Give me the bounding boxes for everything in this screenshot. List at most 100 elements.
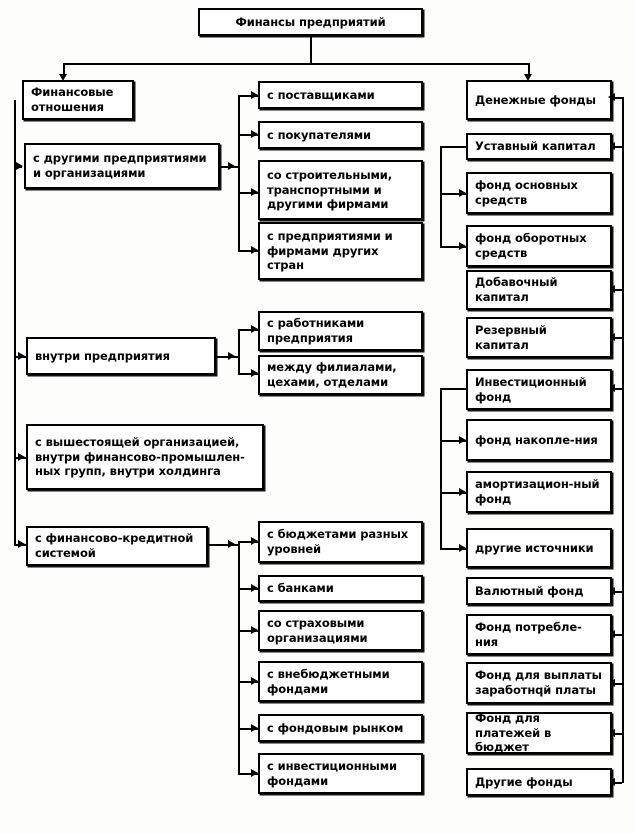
connector-right-feed-budget — [612, 733, 622, 735]
node-higher-organization-label: с вышестоящей организацией, внутри финан… — [35, 434, 245, 479]
arrow-g3-c0 — [251, 537, 258, 545]
connector-authorized-c0 — [440, 193, 466, 195]
connector-g1-c2 — [238, 192, 258, 194]
connector-right-feed-consumption — [612, 634, 622, 636]
node-reserve-capital-label: Резервный капитал — [475, 322, 547, 352]
connector-investment-spine — [440, 388, 442, 548]
connector-g3-c2 — [238, 630, 258, 632]
node-consumption-fund-label: Фонд потребле-ния — [475, 619, 582, 649]
arrow-investment-c1 — [459, 488, 466, 496]
node-investment-funds-relation-label: с инвестиционными фондами — [267, 758, 397, 788]
node-investment-funds-relation: с инвестиционными фондами — [258, 753, 423, 794]
node-working-capital-fund-label: фонд оборотных средств — [475, 231, 587, 260]
node-currency-fund: Валютный фонд — [466, 577, 612, 605]
node-additional-capital: Добавочный капитал — [466, 270, 612, 310]
node-budget-payment-fund-label: Фонд для платежей в бюджет — [475, 710, 552, 755]
connector-investment-out — [440, 388, 466, 390]
node-foreign-enterprises-label: с предприятиями и фирмами других стран — [267, 228, 393, 273]
node-stock-market: с фондовым рынком — [258, 714, 423, 742]
connector-g3-out — [208, 544, 238, 546]
node-title: Финансы предприятий — [198, 8, 423, 36]
node-banks: с банками — [258, 575, 423, 602]
connector-g1-c1 — [238, 134, 258, 136]
node-funds-root: Денежные фонды — [466, 80, 612, 120]
node-wage-payment-fund-label: Фонд для выплаты заработнqй платы — [475, 668, 602, 697]
connector-authorized-c1 — [440, 246, 466, 248]
connector-authorized-spine — [440, 146, 442, 246]
node-funds-root-label: Денежные фонды — [475, 92, 596, 107]
node-budget-payment-fund: Фонд для платежей в бюджет — [466, 710, 612, 755]
node-budgets: с бюджетами разных уровней — [258, 521, 423, 563]
connector-left-spine — [14, 100, 16, 544]
node-employees-label: с работниками предприятия — [267, 316, 365, 345]
arrow-g2-out — [228, 352, 235, 360]
connector-authorized-out — [440, 146, 466, 148]
connector-right-feed-currency — [612, 591, 622, 593]
node-accumulation-fund-label: фонд накопле-ния — [475, 432, 598, 447]
connector-investment-c1 — [440, 492, 466, 494]
node-depreciation-fund: амортизацион-ный фонд — [466, 471, 612, 513]
connector-g1-c3 — [238, 250, 258, 252]
connector-g2-spine — [238, 329, 240, 373]
node-suppliers-label: с поставщиками — [267, 87, 375, 102]
arrow-g1-c0 — [251, 91, 258, 99]
arrow-spur-other-enterprises — [16, 162, 23, 170]
node-depreciation-fund-label: амортизацион-ный фонд — [475, 477, 600, 506]
arrow-g3-c2 — [251, 626, 258, 634]
connector-g1-c0 — [238, 95, 258, 97]
node-relations-root: Финансовые отношения — [22, 80, 134, 120]
node-consumption-fund: Фонд потребле-ния — [466, 614, 612, 655]
node-higher-organization: с вышестоящей организацией, внутри финан… — [26, 424, 264, 490]
node-other-sources: другие источники — [466, 528, 612, 568]
node-branches-workshops: между филиалами, цехами, отделами — [258, 355, 423, 395]
arrow-g1-c1 — [251, 130, 258, 138]
node-investment-fund-label: Инвестиционный фонд — [475, 374, 587, 404]
node-other-sources-label: другие источники — [475, 540, 594, 555]
arrow-spur-inside-enterprise — [18, 352, 25, 360]
node-working-capital-fund: фонд оборотных средств — [466, 225, 612, 267]
connector-g2-out — [216, 356, 238, 358]
arrow-investment-c2 — [459, 544, 466, 552]
node-inside-enterprise: внутри предприятия — [26, 337, 216, 375]
arrow-to-funds-root — [524, 74, 532, 81]
node-stock-market-label: с фондовым рынком — [267, 720, 404, 735]
node-other-enterprises: с другими предприятиями и организациями — [24, 143, 220, 189]
connector-g3-c0 — [238, 541, 258, 543]
connector-title-bus — [63, 63, 529, 65]
connector-right-spine — [622, 97, 624, 783]
node-relations-root-label: Финансовые отношения — [31, 85, 114, 114]
connector-right-feed-investment — [612, 388, 622, 390]
arrow-g1-out — [228, 162, 235, 170]
arrow-g1-c2 — [251, 188, 258, 196]
connector-g2-c0 — [238, 329, 258, 331]
arrow-authorized-c0 — [459, 189, 466, 197]
node-insurance-organizations-label: со страховыми организациями — [267, 615, 368, 645]
arrow-investment-c0 — [459, 436, 466, 444]
node-other-enterprises-label: с другими предприятиями и организациями — [33, 151, 207, 180]
node-fixed-assets-fund: фонд основных средств — [466, 172, 612, 214]
node-banks-label: с банками — [267, 581, 334, 596]
arrow-right-feed-root — [608, 93, 615, 101]
node-reserve-capital: Резервный капитал — [466, 317, 612, 358]
arrow-g2-c1 — [251, 369, 258, 377]
arrow-spur-higher-organization — [18, 453, 25, 461]
node-insurance-organizations: со страховыми организациями — [258, 610, 423, 651]
connector-g3-c5 — [238, 773, 258, 775]
node-financial-credit-system-label: с финансово-кредитной системой — [35, 531, 194, 560]
node-title-label: Финансы предприятий — [235, 14, 386, 29]
connector-right-feed-additional — [612, 289, 622, 291]
node-wage-payment-fund: Фонд для выплаты заработнqй платы — [466, 662, 612, 704]
connector-right-feed-wage — [612, 683, 622, 685]
arrow-g3-c5 — [251, 769, 258, 777]
connector-right-feed-authorized — [612, 146, 622, 148]
node-construction-transport-firms: со строительными, транспортными и другим… — [258, 160, 423, 220]
node-branches-workshops-label: между филиалами, цехами, отделами — [267, 360, 397, 389]
node-authorized-capital-label: Уставный капитал — [475, 139, 596, 154]
node-buyers: с покупателями — [258, 121, 423, 149]
arrow-g3-out — [228, 540, 235, 548]
connector-investment-c2 — [440, 548, 466, 550]
node-financial-credit-system: с финансово-кредитной системой — [26, 526, 208, 566]
connector-title-stem — [310, 36, 312, 64]
arrow-g1-c3 — [251, 246, 258, 254]
node-construction-transport-firms-label: со строительными, транспортными и другим… — [267, 167, 393, 212]
